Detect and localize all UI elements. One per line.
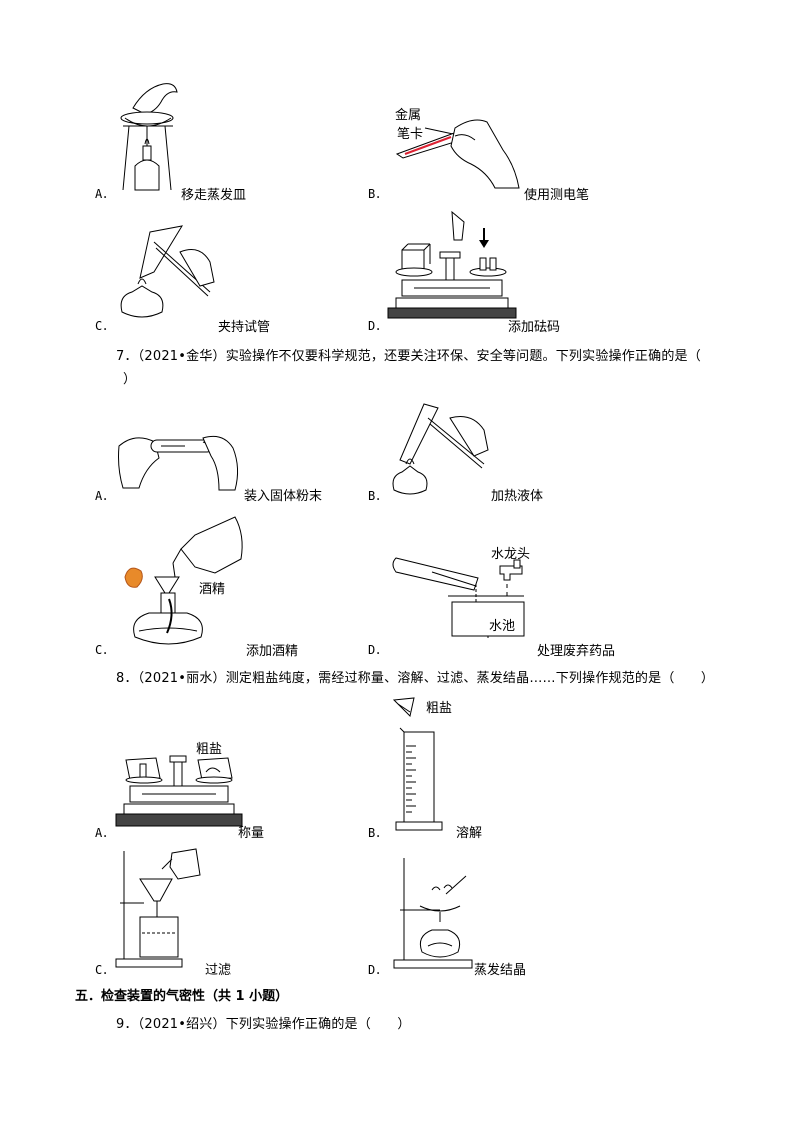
option-caption: 称量 (238, 826, 265, 841)
option-letter: B． (368, 826, 388, 840)
option-caption: 蒸发结晶 (474, 963, 527, 978)
option-letter: C． (95, 319, 115, 333)
option-caption: 溶解 (456, 826, 483, 841)
diagram-label: 粗盐 (426, 701, 453, 716)
question-9-stem: 9．（2021•绍兴）下列实验操作正确的是（ ） (116, 1017, 411, 1032)
option-caption: 使用测电笔 (524, 188, 590, 203)
question-7-stem-end: ） (123, 372, 137, 387)
option-caption: 装入固体粉末 (244, 489, 323, 504)
option-caption: 过滤 (205, 963, 232, 978)
balance-weights-illustration (392, 208, 510, 328)
option-letter: A． (95, 489, 115, 503)
diagram-label: 笔卡 (397, 127, 424, 142)
option-letter: B． (368, 187, 388, 201)
waste-disposal-illustration (392, 552, 532, 638)
dissolving-illustration (392, 696, 452, 832)
option-letter: C． (95, 963, 115, 977)
option-letter: D． (368, 643, 388, 657)
diagram-label: 粗盐 (196, 742, 223, 757)
question-7-stem: 7．（2021•金华）实验操作不仅要科学规范，还要关注环保、安全等问题。下列实验… (116, 349, 701, 364)
powder-loading-illustration (115, 428, 245, 496)
test-tube-holder-illustration (110, 222, 220, 322)
filtering-illustration (114, 845, 204, 969)
heat-liquid-illustration (388, 398, 498, 498)
evaporating-dish-illustration (115, 80, 185, 192)
diagram-label: 酒精 (199, 582, 226, 597)
diagram-label: 水龙头 (491, 547, 531, 562)
section-heading: 五．检查装置的气密性（共 1 小题） (75, 989, 289, 1004)
evaporation-illustration (392, 856, 476, 970)
option-letter: A． (95, 826, 115, 840)
option-caption: 处理废弃药品 (537, 644, 616, 659)
option-caption: 加热液体 (491, 489, 544, 504)
option-letter: B． (368, 489, 388, 503)
option-letter: D． (368, 319, 388, 333)
option-letter: C． (95, 643, 115, 657)
add-alcohol-illustration (115, 515, 247, 653)
option-caption: 移走蒸发皿 (181, 188, 247, 203)
question-8-stem: 8．（2021•丽水）测定粗盐纯度，需经过称量、溶解、过滤、蒸发结晶……下列操作… (116, 671, 715, 686)
test-pen-illustration (395, 110, 520, 190)
option-letter: D． (368, 963, 388, 977)
option-caption: 夹持试管 (218, 320, 271, 335)
option-caption: 添加砝码 (508, 320, 561, 335)
weighing-illustration (120, 752, 238, 832)
diagram-label: 金属 (395, 108, 422, 123)
diagram-label: 水池 (489, 619, 516, 634)
option-letter: A． (95, 187, 115, 201)
option-caption: 添加酒精 (246, 644, 299, 659)
